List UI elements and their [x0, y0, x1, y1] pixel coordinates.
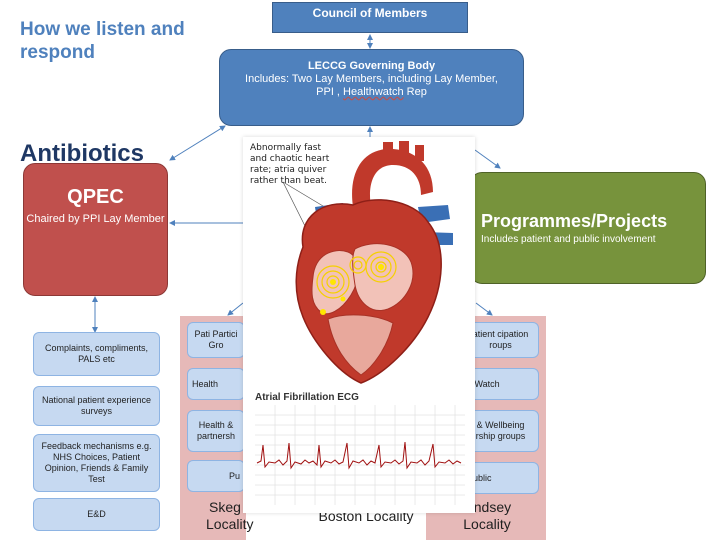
skegness-public-box: Pu — [187, 460, 245, 492]
arrow-down-lindsey — [475, 302, 493, 316]
governing-body-box: LECCG Governing Body Includes: Two Lay M… — [219, 49, 524, 126]
page-title: How we listen and respond — [20, 19, 185, 63]
arrow-governing-qpec — [169, 125, 226, 161]
governing-body-ppi: PPI , — [316, 86, 340, 98]
programmes-subtitle: Includes patient and public involvement — [481, 234, 656, 245]
ecg-title: Atrial Fibrillation ECG — [255, 392, 359, 403]
governing-body-rep: Rep — [406, 86, 427, 98]
skegness-health-box: Health — [187, 368, 245, 400]
arrow-down-skegness — [227, 302, 244, 316]
programmes-title: Programmes/Projects — [481, 211, 668, 231]
qpec-subtitle: Chaired by PPI Lay Member — [26, 213, 165, 225]
ecg-trace — [256, 441, 462, 470]
feedback-mechanisms-box: Feedback mechanisms e.g. NHS Choices, Pa… — [33, 434, 160, 492]
skegness-partnership-box: Health & partnersh — [187, 410, 245, 452]
ecg-strip — [255, 405, 465, 505]
governing-body-line1: Includes: Two Lay Members, including Lay… — [245, 73, 498, 85]
qpec-title: QPEC — [67, 186, 124, 208]
complaints-box: Complaints, compliments, PALS etc — [33, 332, 160, 376]
skegness-participation-box: Pati Partici Gro — [187, 322, 245, 358]
national-surveys-box: National patient experience surveys — [33, 386, 160, 426]
governing-body-healthwatch: Healthwatch — [343, 86, 404, 98]
skegness-locality-label: Skeg Locality — [206, 499, 254, 532]
qpec-box: QPEC Chaired by PPI Lay Member — [23, 163, 168, 296]
council-of-members-box: Council of Members — [272, 2, 468, 33]
arrow-governing-programmes — [474, 149, 501, 169]
programmes-projects-box: Programmes/Projects Includes patient and… — [470, 172, 706, 284]
governing-body-line2: PPI , Healthwatch Rep — [220, 86, 523, 99]
heart-illustration — [282, 141, 453, 384]
governing-body-heading: LECCG Governing Body — [307, 60, 436, 72]
heart-annotation: Abnormally fast and chaotic heart rate; … — [250, 143, 330, 186]
antibiotics-heading: Antibiotics — [20, 140, 144, 167]
equality-diversity-box: E&D — [33, 498, 160, 531]
